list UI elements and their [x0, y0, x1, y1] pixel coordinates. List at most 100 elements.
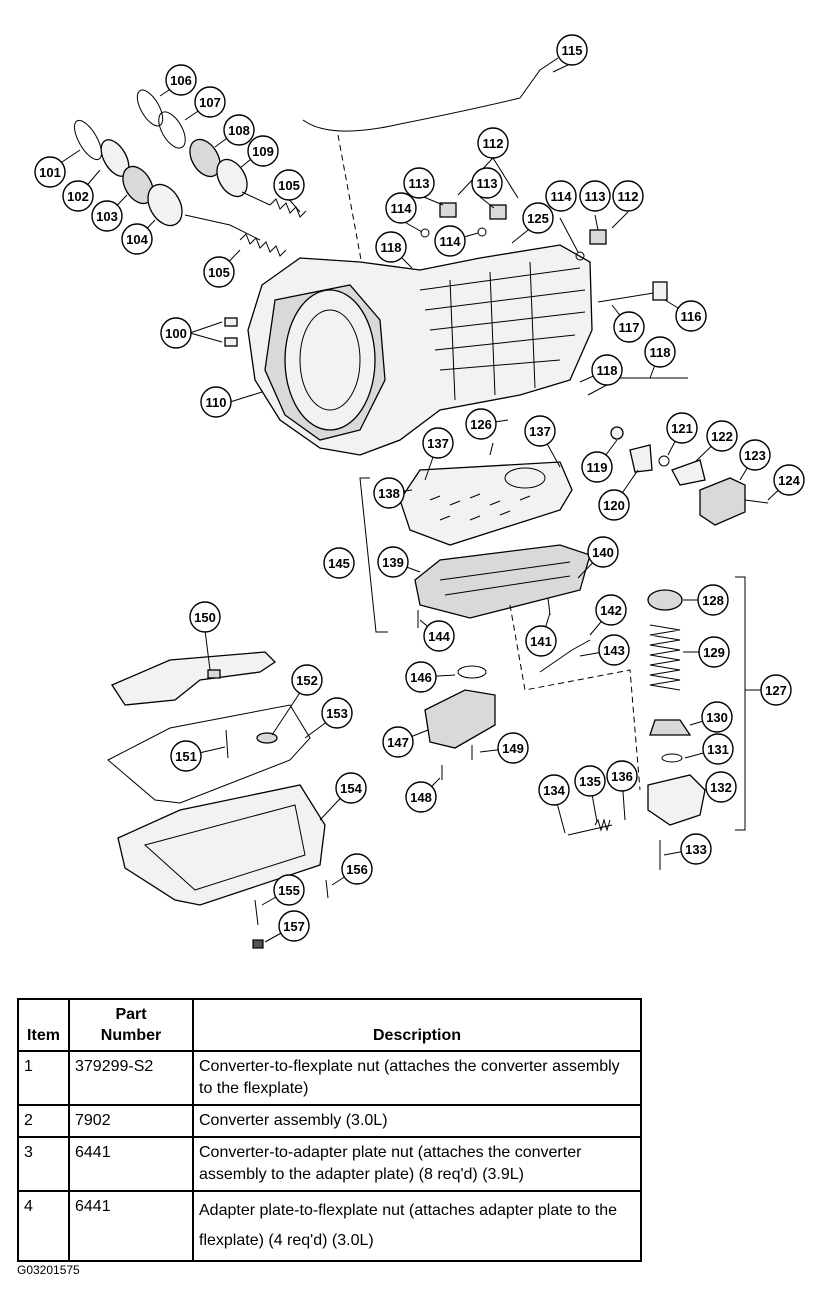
callout-107: 107 [194, 86, 226, 118]
valve-body-147-part [424, 665, 496, 780]
table-row: 1 379299-S2 Converter-to-flexplate nut (… [17, 1050, 642, 1106]
main-control-part [414, 544, 591, 619]
filter-part [111, 651, 277, 706]
callout-135: 135 [574, 765, 606, 797]
callout-149: 149 [497, 732, 529, 764]
svg-text:150: 150 [194, 610, 216, 625]
callout-113-c: 113 [579, 180, 611, 212]
cell-item: 2 [17, 1104, 70, 1138]
callout-139: 139 [377, 546, 409, 578]
header-description: Description [192, 998, 642, 1052]
cell-description: Converter-to-adapter plate nut (attaches… [192, 1136, 642, 1192]
fasteners-part [224, 317, 551, 949]
svg-text:106: 106 [170, 73, 192, 88]
callout-142: 142 [595, 594, 627, 626]
callout-105-b: 105 [203, 256, 235, 288]
svg-text:110: 110 [206, 395, 227, 410]
svg-text:123: 123 [744, 448, 766, 463]
callout-155: 155 [273, 874, 305, 906]
svg-text:124: 124 [778, 473, 800, 488]
svg-text:139: 139 [382, 555, 404, 570]
callouts: 115 112 113 113 114 114 114 113 112 125 … [34, 34, 805, 942]
callout-140: 140 [587, 536, 619, 568]
svg-text:155: 155 [278, 883, 300, 898]
svg-text:140: 140 [592, 545, 614, 560]
table-row: 2 7902 Converter assembly (3.0L) [17, 1104, 642, 1138]
callout-157: 157 [278, 910, 310, 942]
callout-123: 123 [739, 439, 771, 471]
svg-text:145: 145 [328, 556, 350, 571]
svg-text:121: 121 [671, 421, 693, 436]
svg-text:127: 127 [765, 683, 787, 698]
svg-text:128: 128 [702, 593, 724, 608]
callout-112-b: 112 [612, 180, 644, 212]
callout-143: 143 [598, 634, 630, 666]
callout-153: 153 [321, 697, 353, 729]
callout-127: 127 [760, 674, 792, 706]
svg-text:118: 118 [650, 345, 671, 360]
callout-145: 145 [323, 547, 355, 579]
svg-text:137: 137 [529, 424, 551, 439]
servo-assembly-part [567, 576, 746, 870]
callout-102: 102 [62, 180, 94, 212]
callout-148: 148 [405, 781, 437, 813]
svg-text:114: 114 [551, 189, 573, 204]
svg-text:105: 105 [208, 265, 230, 280]
svg-text:117: 117 [619, 320, 640, 335]
gasket-part [107, 704, 311, 804]
callout-114-a: 114 [385, 192, 417, 224]
callout-104: 104 [121, 223, 153, 255]
cell-part-number: 7902 [68, 1104, 194, 1138]
svg-text:120: 120 [603, 498, 625, 513]
oil-pan-part [117, 784, 326, 906]
svg-text:138: 138 [378, 486, 400, 501]
svg-text:130: 130 [706, 710, 728, 725]
callout-132: 132 [705, 771, 737, 803]
svg-text:113: 113 [477, 176, 498, 191]
svg-text:153: 153 [326, 706, 348, 721]
svg-text:118: 118 [381, 240, 402, 255]
header-item: Item [17, 998, 70, 1052]
svg-text:133: 133 [685, 842, 707, 857]
svg-text:114: 114 [440, 234, 462, 249]
shift-linkage-part [587, 281, 769, 526]
springs-105-part [239, 198, 307, 257]
callout-122: 122 [706, 420, 738, 452]
svg-text:156: 156 [346, 862, 368, 877]
svg-text:132: 132 [710, 780, 732, 795]
separator-plate-part [399, 461, 573, 546]
cell-part-number: 6441 [68, 1136, 194, 1192]
svg-text:108: 108 [228, 123, 250, 138]
svg-text:113: 113 [585, 189, 606, 204]
svg-text:137: 137 [427, 436, 449, 451]
parts-table: Item Part Number Description 1 379299-S2… [17, 998, 642, 1262]
callout-152: 152 [291, 664, 323, 696]
cell-description: Adapter plate-to-flexplate nut (attaches… [192, 1190, 642, 1262]
svg-text:122: 122 [711, 429, 733, 444]
svg-text:146: 146 [410, 670, 432, 685]
callout-110: 110 [200, 386, 232, 418]
callout-131: 131 [702, 733, 734, 765]
table-row: 3 6441 Converter-to-adapter plate nut (a… [17, 1136, 642, 1192]
callout-146: 146 [405, 661, 437, 693]
svg-text:116: 116 [681, 309, 702, 324]
transmission-case-part [247, 244, 593, 456]
svg-text:125: 125 [527, 211, 549, 226]
cell-part-number: 379299-S2 [68, 1050, 194, 1106]
callout-136: 136 [606, 760, 638, 792]
callout-116: 117 [613, 311, 645, 343]
sensors-part [420, 202, 607, 261]
figure-code: G03201575 [17, 1263, 80, 1277]
callout-109: 109 [247, 135, 279, 167]
callout-100: 100 [160, 317, 192, 349]
svg-text:144: 144 [428, 629, 450, 644]
callout-120: 120 [598, 489, 630, 521]
svg-text:105: 105 [278, 178, 300, 193]
callout-137-a: 137 [422, 427, 454, 459]
svg-text:136: 136 [611, 769, 633, 784]
cell-part-number: 6441 [68, 1190, 194, 1262]
svg-text:100: 100 [165, 326, 187, 341]
callout-103: 103 [91, 200, 123, 232]
cell-item: 1 [17, 1050, 70, 1106]
svg-text:109: 109 [252, 144, 274, 159]
